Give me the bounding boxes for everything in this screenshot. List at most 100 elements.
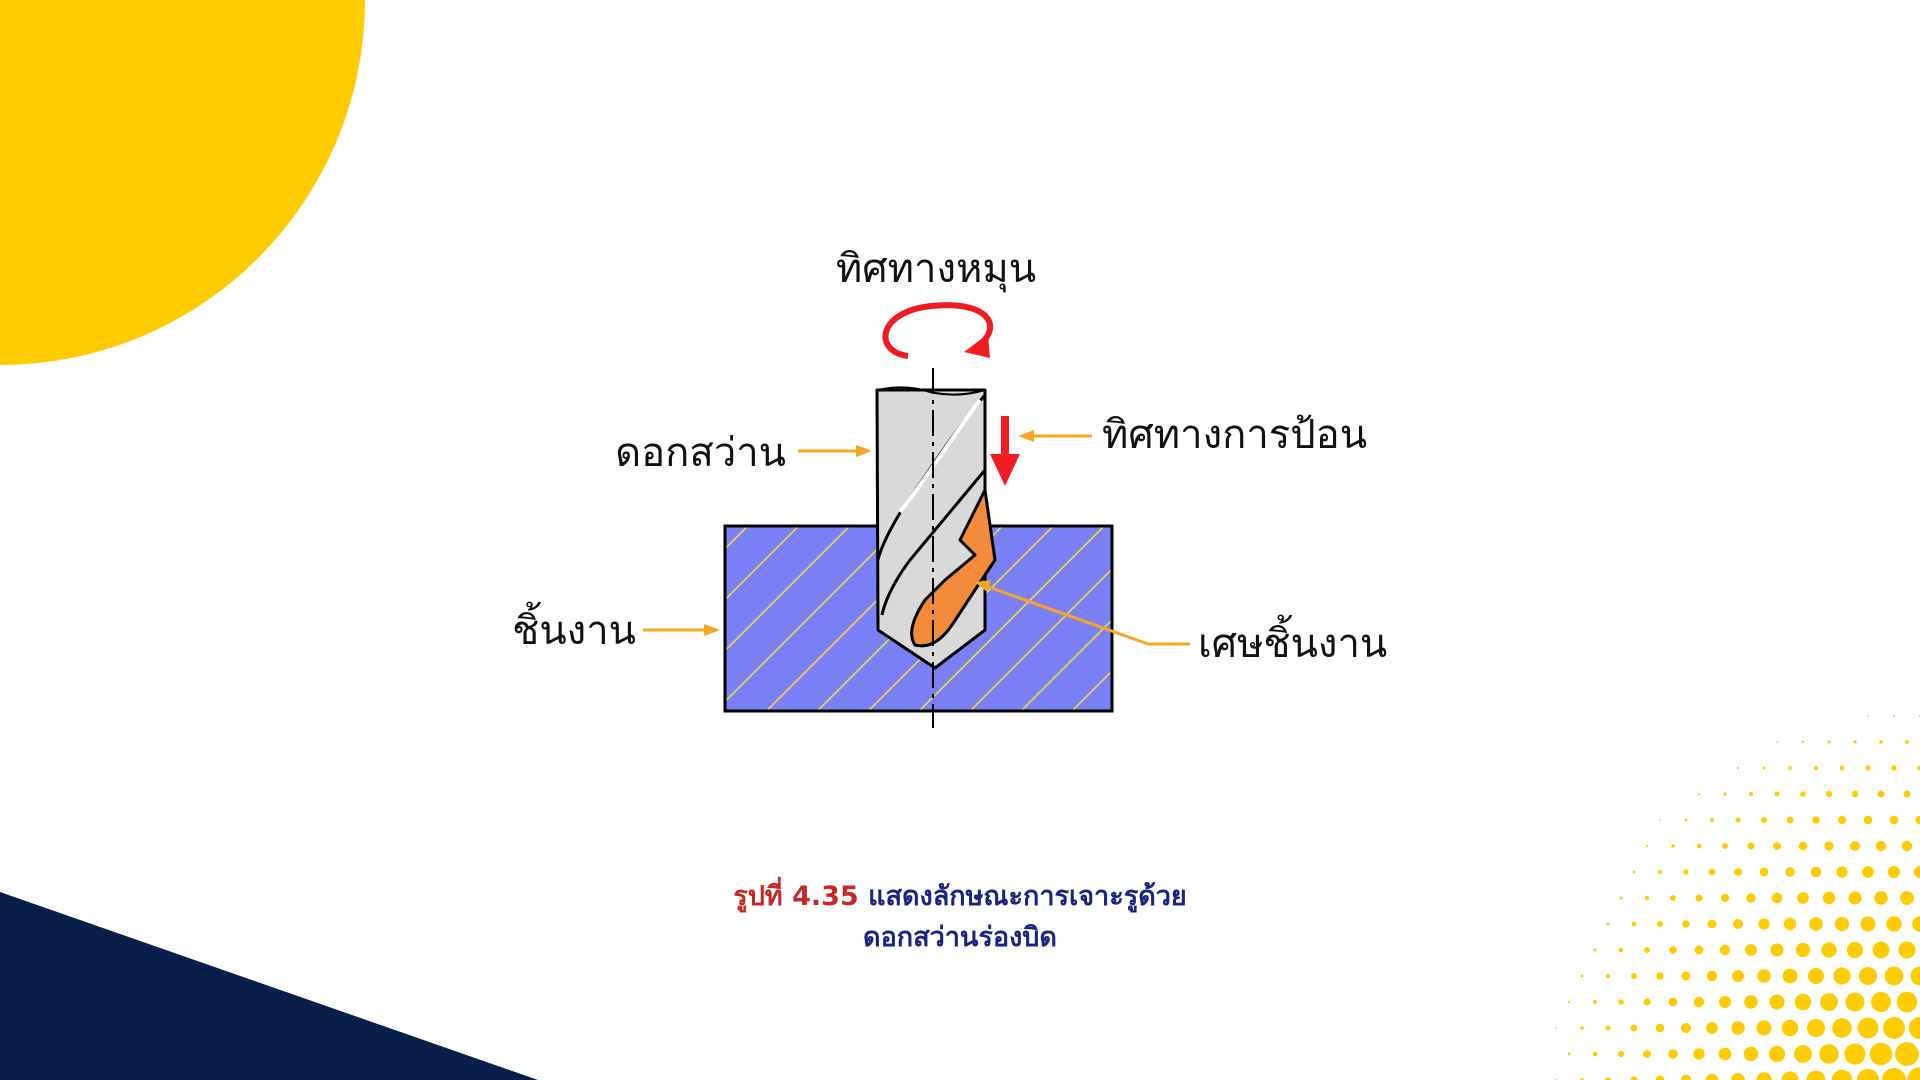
halftone-dot: [1905, 740, 1909, 744]
halftone-dot: [1720, 893, 1730, 903]
halftone-dot: [1605, 973, 1611, 979]
halftone-dot: [1857, 1017, 1879, 1039]
halftone-dot: [1747, 842, 1755, 850]
halftone-dot: [1668, 997, 1678, 1007]
figure-number: รูปที่ 4.35: [733, 881, 859, 912]
halftone-dots-pattern: [1555, 715, 1920, 1080]
halftone-dot: [1723, 792, 1727, 796]
halftone-dot: [1693, 1048, 1705, 1060]
halftone-dot: [1883, 1017, 1905, 1039]
halftone-dot: [1860, 916, 1876, 932]
halftone-dot: [1913, 865, 1920, 879]
halftone-dot: [1631, 921, 1637, 927]
drill-leader-arrow: [798, 445, 872, 457]
halftone-dot: [1671, 844, 1675, 848]
halftone-dot: [1644, 895, 1650, 901]
drill-label: ดอกสว่าน: [615, 430, 786, 476]
halftone-dot: [1813, 765, 1819, 771]
halftone-dot: [1908, 1016, 1920, 1040]
drill-flute-3: [880, 469, 987, 616]
halftone-dot: [1865, 765, 1871, 771]
halftone-dot: [1759, 867, 1769, 877]
halftone-dot: [1736, 766, 1740, 770]
halftone-dot: [1871, 992, 1891, 1012]
halftone-dot: [1794, 1045, 1812, 1063]
halftone-dot: [1762, 766, 1766, 770]
halftone-dot: [1869, 1042, 1893, 1066]
halftone-dot: [1657, 921, 1663, 927]
halftone-dot: [1821, 942, 1837, 958]
halftone-dot: [1786, 816, 1794, 824]
halftone-dot: [1592, 1051, 1598, 1057]
halftone-dot: [1886, 916, 1902, 932]
halftone-dot: [1693, 996, 1705, 1008]
halftone-dot: [1680, 1074, 1692, 1080]
halftone-dot: [1732, 918, 1744, 930]
halftone-dot: [1824, 841, 1834, 851]
halftone-dot: [1809, 917, 1823, 931]
halftone-dot: [1697, 792, 1701, 796]
halftone-dot: [1888, 866, 1900, 878]
halftone-dot: [1806, 1070, 1826, 1080]
halftone-dot: [1696, 843, 1702, 849]
halftone-dot: [1744, 995, 1758, 1009]
halftone-dot: [1820, 993, 1838, 1011]
halftone-dot: [1800, 791, 1806, 797]
halftone-dot: [1684, 818, 1688, 822]
halftone-dot: [1833, 967, 1851, 985]
feed-arrow-icon: [990, 416, 1020, 486]
halftone-dot: [1785, 867, 1795, 877]
halftone-dot: [1838, 816, 1846, 824]
halftone-dot: [1863, 815, 1873, 825]
halftone-dot: [1605, 1025, 1611, 1031]
halftone-dot: [1893, 715, 1895, 717]
halftone-dot: [1619, 896, 1623, 900]
halftone-dot: [1910, 966, 1920, 986]
halftone-dot: [1882, 1068, 1906, 1080]
halftone-dot: [1756, 1020, 1772, 1036]
halftone-dot: [1798, 841, 1808, 851]
halftone-dot: [1846, 941, 1864, 959]
halftone-dot: [1781, 1071, 1799, 1080]
halftone-dot: [1797, 892, 1809, 904]
halftone-dot: [1825, 790, 1833, 798]
halftone-dot: [1853, 740, 1857, 744]
halftone-dot: [1844, 1043, 1866, 1065]
halftone-dot: [1708, 868, 1716, 876]
halftone-dot: [1722, 843, 1728, 849]
halftone-dot: [1845, 992, 1865, 1012]
halftone-dot: [1695, 894, 1703, 902]
halftone-dot: [1783, 917, 1797, 931]
halftone-dot: [1822, 891, 1836, 905]
halftone-dot: [1872, 941, 1890, 959]
halftone-dot: [1668, 1049, 1678, 1059]
halftone-dot: [1812, 816, 1820, 824]
halftone-dot: [1889, 815, 1899, 825]
drill-flute-2: [898, 398, 982, 514]
halftone-dot: [1912, 916, 1920, 932]
halftone-dot: [1761, 817, 1767, 823]
halftone-dot: [1617, 1050, 1625, 1058]
halftone-dot: [1658, 870, 1662, 874]
halftone-dot: [1731, 1073, 1745, 1080]
halftone-dot: [1879, 740, 1883, 744]
workpiece-label: ชิ้นงาน: [512, 601, 636, 654]
halftone-dot: [1655, 1023, 1665, 1033]
halftone-dot: [1788, 766, 1792, 770]
halftone-dot: [1769, 994, 1785, 1010]
halftone-dot: [1743, 1046, 1759, 1062]
halftone-dot: [1898, 941, 1916, 959]
halftone-dot: [1900, 891, 1914, 905]
halftone-dot: [1758, 918, 1770, 930]
halftone-dot: [1757, 969, 1771, 983]
halftone-dot: [1768, 1045, 1786, 1063]
halftone-dot: [1659, 819, 1661, 821]
halftone-dot: [1827, 740, 1831, 744]
rotation-arrow-icon: [882, 302, 993, 359]
caption-line-2: ดอกสว่านร่องบิด: [863, 922, 1057, 953]
halftone-dot: [1770, 943, 1784, 957]
halftone-dot: [1776, 741, 1778, 743]
halftone-dot: [1877, 790, 1885, 798]
chip-leader-arrow: [975, 580, 1190, 646]
halftone-dot: [1645, 844, 1649, 848]
